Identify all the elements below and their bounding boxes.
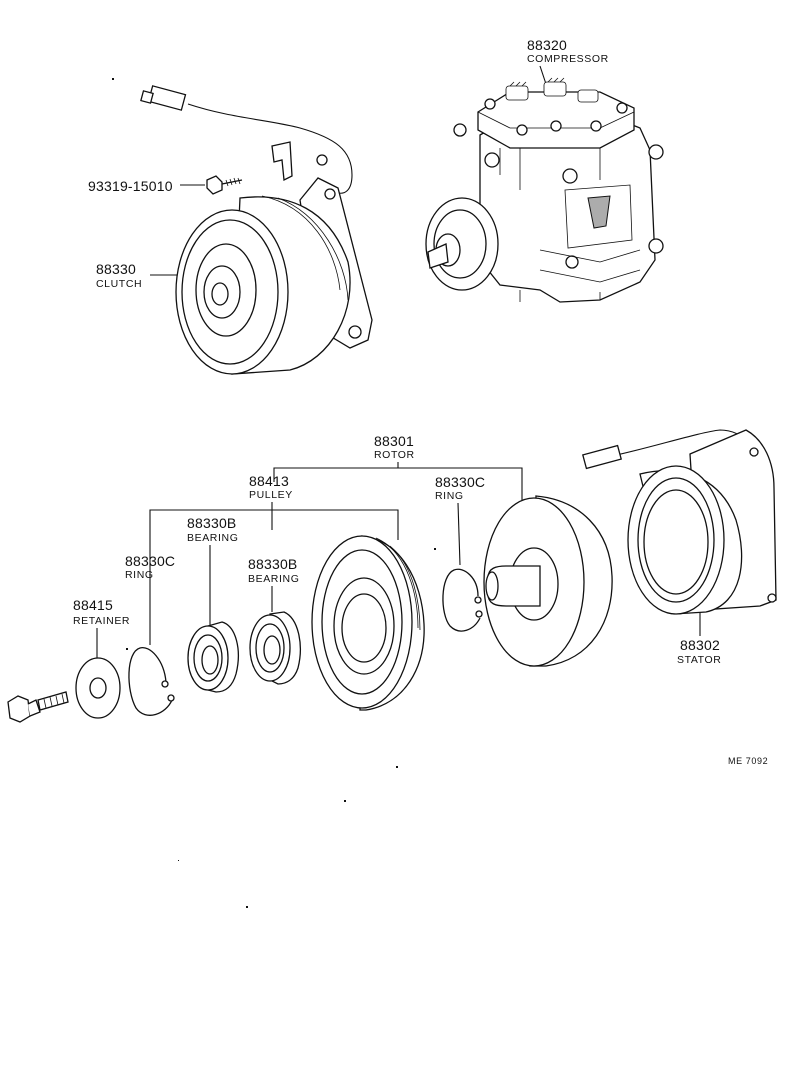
rotor-number: 88301 [374,433,414,449]
rotor-name: ROTOR [374,449,415,461]
stator-number: 88302 [680,637,720,653]
compressor-number: 88320 [527,37,567,53]
pulley-drawing [311,535,425,711]
rotor-bracket [273,467,523,500]
scan-specks [112,78,436,908]
leader-lines [96,65,701,660]
bearing-left-name: BEARING [187,532,238,544]
stator-drawing [582,429,777,615]
compressor-name: COMPRESSOR [527,53,609,65]
ring-right-number: 88330C [435,474,485,490]
pulley-bracket-right [272,509,399,540]
bolt-drawing [7,691,69,723]
bearing-right-name: BEARING [248,573,299,585]
stator-name: STATOR [677,654,721,666]
ring-right-leader [457,502,461,566]
bearing-right-drawing [249,611,301,685]
figure-code: ME 7092 [728,756,768,766]
bearing-left-number: 88330B [187,515,236,531]
clutch-name: CLUTCH [96,278,142,290]
bolt-number: 93319-15010 [88,178,173,194]
ring-right-drawing [442,568,483,632]
bearing-right-number: 88330B [248,556,297,572]
clutch-number: 88330 [96,261,136,277]
bearing-left-drawing [187,621,239,693]
pulley-bracket-left [149,502,273,645]
retainer-drawing [75,657,121,719]
ring-left-name: RING [125,569,154,581]
ring-right-name: RING [435,490,464,502]
retainer-number: 88415 [73,597,113,613]
pulley-name: PULLEY [249,489,293,501]
compressor-drawing [425,77,664,303]
ring-left-drawing [128,647,175,716]
clutch-drawing [140,85,373,375]
rotor-drawing [483,495,613,667]
retainer-name: RETAINER [73,615,130,627]
pulley-number: 88413 [249,473,289,489]
